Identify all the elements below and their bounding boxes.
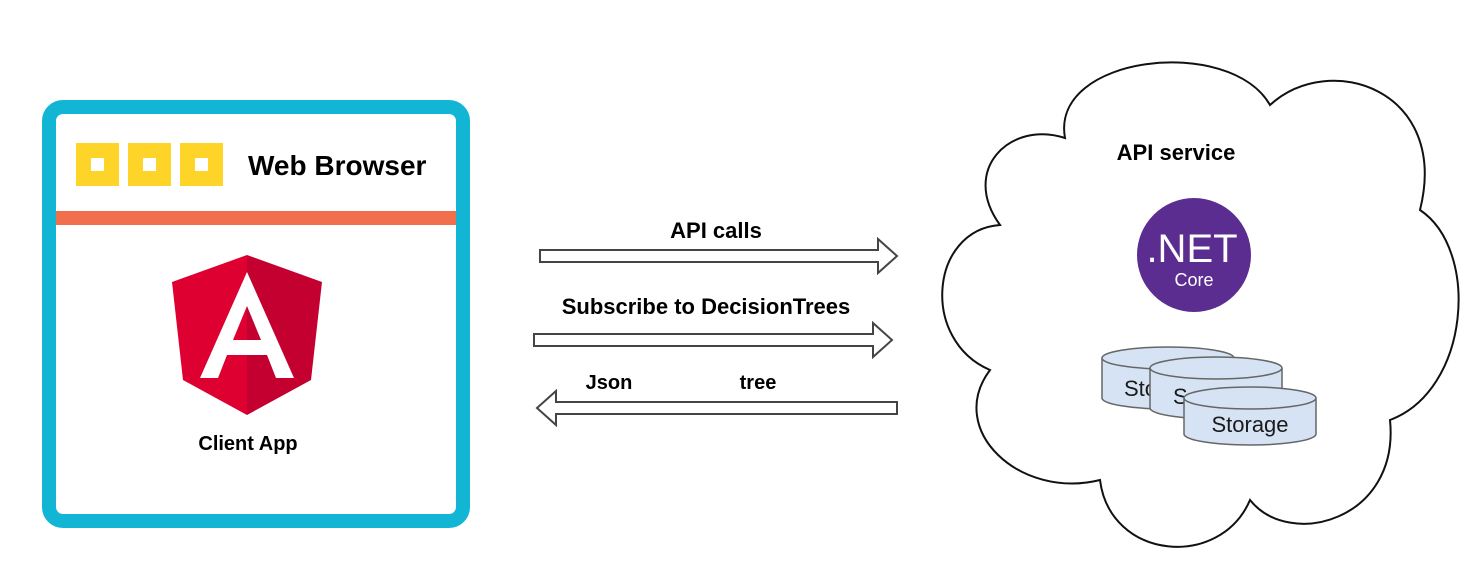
response-label-tree: tree bbox=[740, 372, 777, 394]
response-arrow bbox=[535, 388, 898, 428]
storage-cylinder-front: Storage bbox=[1183, 386, 1317, 446]
browser-dot-inner-2 bbox=[143, 158, 156, 171]
storage-label-front: Storage bbox=[1211, 412, 1288, 437]
dotnet-core-logo-icon: .NET Core bbox=[1137, 198, 1251, 312]
subscribe-arrow bbox=[533, 320, 894, 360]
dotnet-badge-main: .NET bbox=[1146, 227, 1237, 271]
dotnet-badge-sub: Core bbox=[1174, 270, 1213, 290]
browser-dot-inner-3 bbox=[195, 158, 208, 171]
api-service-cloud: API service .NET Core Sto Sto Storage bbox=[941, 61, 1460, 548]
cloud-title: API service bbox=[1117, 140, 1236, 165]
browser-title: Web Browser bbox=[248, 150, 427, 181]
storage-label-back: Sto bbox=[1124, 376, 1157, 401]
browser-address-bar bbox=[56, 211, 456, 225]
web-browser-window: Web Browser Client App bbox=[42, 100, 470, 528]
subscribe-label: Subscribe to DecisionTrees bbox=[562, 294, 851, 319]
storage-label-middle: Sto bbox=[1173, 384, 1206, 409]
angular-logo-icon bbox=[172, 255, 322, 415]
api-calls-arrow bbox=[539, 236, 899, 276]
response-label-json: Json bbox=[586, 372, 633, 394]
client-app-label: Client App bbox=[198, 433, 297, 455]
api-calls-label: API calls bbox=[670, 218, 762, 243]
browser-dot-inner-1 bbox=[91, 158, 104, 171]
